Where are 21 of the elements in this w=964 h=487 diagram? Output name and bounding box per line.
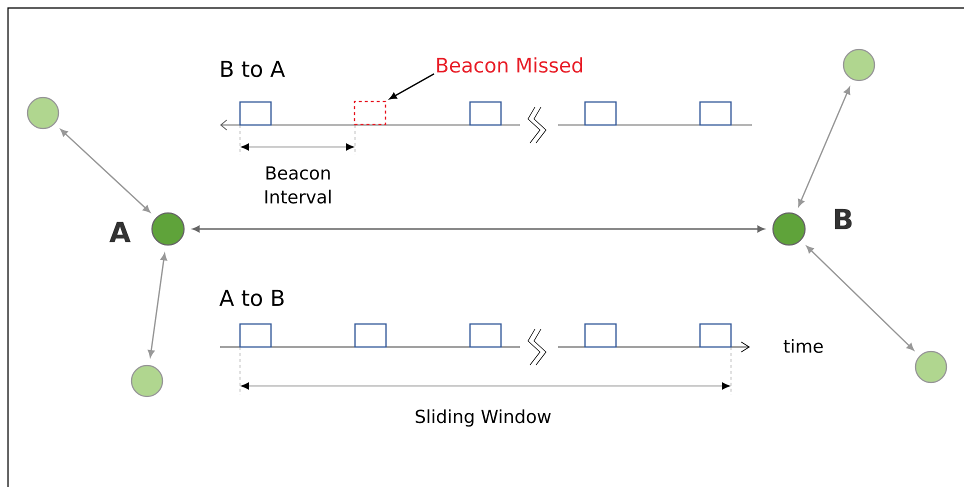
- node-circle: [151, 212, 185, 246]
- peer-circle: [26, 96, 60, 130]
- link-arrow: [806, 246, 914, 351]
- leader-line: [389, 73, 434, 100]
- peer-circle: [914, 350, 948, 384]
- peer-circle: [130, 364, 164, 398]
- peer-circle: [842, 48, 876, 82]
- text-label: A to B: [219, 290, 284, 306]
- link-arrow: [798, 86, 850, 207]
- text-label: B to A: [221, 60, 285, 78]
- node-letter: A: [109, 222, 131, 242]
- link-arrow: [192, 226, 765, 232]
- link-arrow: [60, 129, 150, 213]
- missed-beacon-box: [354, 100, 386, 126]
- callout-text: Beacon Missed: [437, 57, 582, 73]
- link-arrow: [148, 253, 168, 358]
- node-letter: B: [834, 208, 852, 230]
- text-label: Beacon Interval: [265, 166, 331, 204]
- text-label: time: [784, 339, 823, 353]
- text-label: Sliding Window: [416, 409, 551, 427]
- node-circle: [772, 212, 806, 246]
